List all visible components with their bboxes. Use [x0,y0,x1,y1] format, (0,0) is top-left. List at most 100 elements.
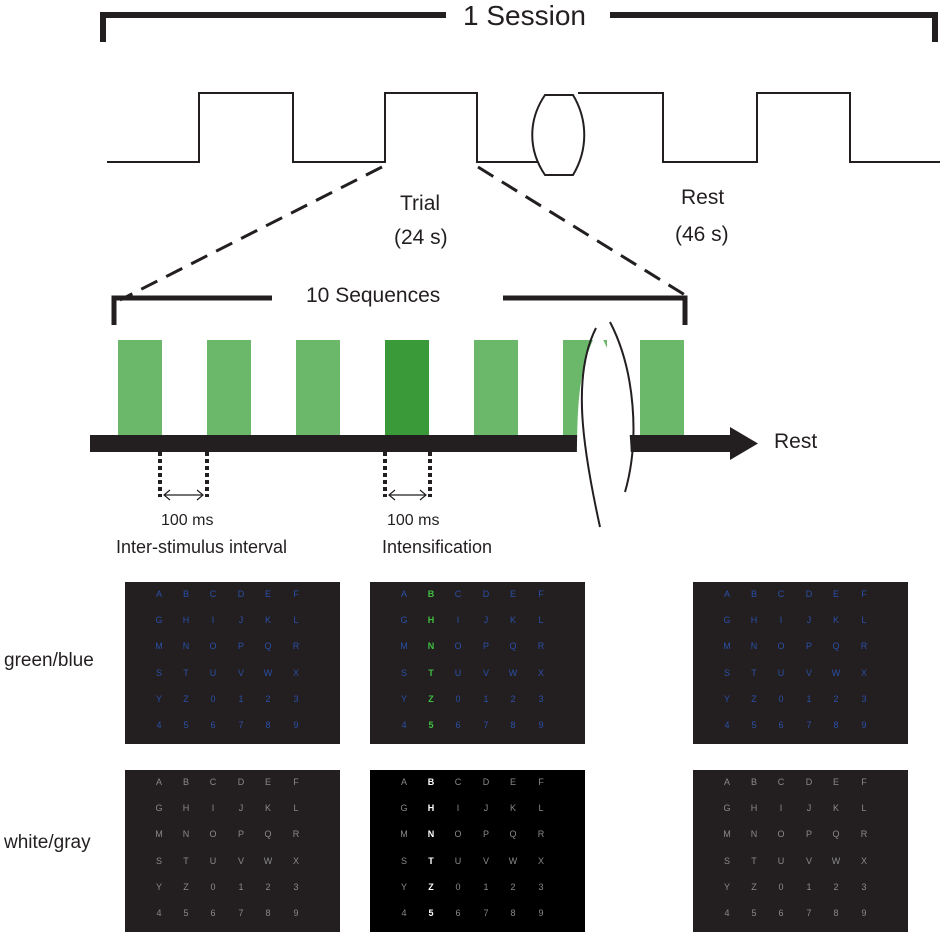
sequence-bracket [111,295,688,325]
matrix-cell: D [237,777,245,787]
matrix-cell: K [264,803,271,813]
matrix-cell: G [400,615,408,625]
matrix-cell: O [454,829,462,839]
matrix-cell: Z [428,882,434,892]
matrix-cell: C [777,777,785,787]
matrix-cell: R [860,641,868,651]
matrix-cell: 2 [265,694,271,704]
intensification-value: 100 ms [387,512,440,529]
matrix-cell: H [427,615,435,625]
matrix-cell: N [182,829,190,839]
stimulus-bar [474,340,518,436]
matrix-cell: 9 [861,908,867,918]
matrix-cell: B [750,777,757,787]
matrix-cell: 4 [724,720,730,730]
matrix-cell: S [155,668,162,678]
session-title: 1 Session [463,0,586,31]
matrix-cell: X [537,668,544,678]
matrix-cell: S [723,856,730,866]
matrix-cell: Y [723,882,730,892]
matrix-cell: C [209,777,217,787]
matrix-cell: 6 [210,908,216,918]
matrix-cell: 8 [833,720,839,730]
matrix-cell: I [779,803,783,813]
matrix-cell: 2 [833,694,839,704]
matrix-cell: 1 [483,694,489,704]
matrix-cell: 9 [293,720,299,730]
matrix-cell: 1 [483,882,489,892]
matrix-cell: J [806,803,812,813]
matrix-cell: D [805,589,813,599]
matrix-cell: Y [400,882,407,892]
matrix-cell: A [400,777,407,787]
intensification-label: Intensification [382,537,493,557]
matrix-cell: 4 [401,908,407,918]
matrix-cell: K [509,615,516,625]
matrix-cell: C [454,589,462,599]
matrix-cell: W [508,668,518,678]
isi-label: Inter-stimulus interval [116,537,288,557]
matrix-cell: W [508,856,518,866]
matrix-cell: Q [832,641,840,651]
matrix-cell: B [427,589,435,599]
matrix-cell: P [482,641,489,651]
matrix-cell: G [723,615,731,625]
rest-duration: (46 s) [675,223,729,246]
matrix-cell: 3 [293,882,299,892]
matrix-cell: Q [509,829,517,839]
row-label-white-gray: white/gray [4,832,91,853]
matrix-cell: 8 [510,908,516,918]
matrix-cell: J [806,615,812,625]
matrix-cell: 0 [778,882,784,892]
matrix-cell: 6 [210,720,216,730]
matrix-cell: 0 [778,694,784,704]
matrix-cell: G [723,803,731,813]
matrix-cell: E [264,777,271,787]
matrix-cell: D [805,777,813,787]
matrix-cell: X [292,668,299,678]
matrix-cell: C [454,777,462,787]
matrix-cell: Y [400,694,407,704]
trial-duration: (24 s) [394,226,448,249]
matrix-cell: B [427,777,435,787]
matrix-cell: B [182,589,189,599]
matrix-cell: Y [723,694,730,704]
matrix-cell: 8 [265,908,271,918]
matrix-cell: O [209,641,217,651]
matrix-cell: R [292,641,300,651]
matrix-cell: K [264,615,271,625]
stimulus-bar [296,340,340,436]
matrix-cell: U [209,668,217,678]
matrix-cell: V [482,856,489,866]
matrix-cell: N [182,641,190,651]
matrix-cell: 5 [183,720,189,730]
matrix-cell: R [537,829,545,839]
matrix-cell: K [509,803,516,813]
session-waveform [107,92,540,163]
matrix-cell: 8 [265,720,271,730]
matrix-cell: U [209,856,217,866]
rest-label: Rest [681,186,725,209]
matrix-cell: 9 [538,908,544,918]
matrix-cell: J [483,615,489,625]
matrix-cell: O [209,829,217,839]
matrix-cell: N [750,641,758,651]
isi-markers [158,452,432,497]
matrix-cell: 3 [861,882,867,892]
matrix-cell: C [209,589,217,599]
session-bracket [100,12,938,42]
matrix-cell: S [400,856,407,866]
matrix-cell: 7 [806,908,812,918]
matrix-cell: 5 [751,908,757,918]
matrix-cell: W [263,856,273,866]
matrix-cell: 3 [538,694,544,704]
matrix-cell: O [777,829,785,839]
matrix-cell: V [237,668,244,678]
matrix-cell: B [182,777,189,787]
matrix-cell: 3 [861,694,867,704]
break-mark-top [531,94,586,176]
matrix-cell: 9 [538,720,544,730]
matrix-cell: I [456,803,460,813]
